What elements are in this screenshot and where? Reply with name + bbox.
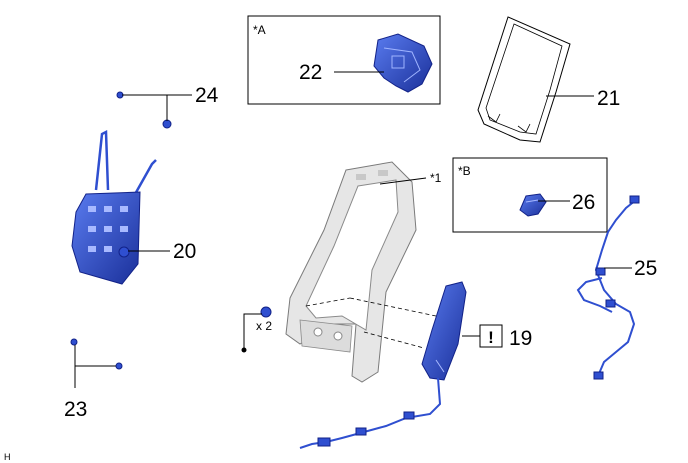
part-26-bracket	[519, 193, 547, 217]
leader-24	[122, 94, 168, 121]
caution-mark: !	[488, 328, 494, 347]
leader-bolt-dot	[241, 347, 247, 353]
callout-24: 24	[195, 84, 219, 107]
inset-box-a	[247, 15, 441, 105]
part-20-lumbar	[71, 130, 157, 285]
figure-code: H	[4, 452, 11, 462]
part-25-harness	[576, 195, 640, 380]
connector-19b	[355, 427, 367, 436]
guide-dash-1	[305, 297, 351, 307]
part-23-clips	[70, 338, 123, 370]
connector-19c	[317, 437, 331, 447]
note-star1: *1	[430, 171, 442, 185]
connector-19a	[403, 411, 415, 420]
inset-b-label: *B	[458, 164, 471, 178]
guide-dash-3	[363, 331, 425, 349]
inset-box-b	[452, 157, 608, 233]
part-22-cover	[373, 33, 433, 93]
seat-frame	[285, 161, 417, 383]
part-21-board	[477, 16, 571, 143]
part-24-clips	[116, 91, 172, 129]
callout-19: 19	[509, 327, 532, 350]
callout-23: 23	[64, 398, 87, 421]
leader-star1	[379, 177, 427, 185]
guide-dash-2	[349, 297, 437, 317]
callout-25: 25	[634, 257, 657, 280]
inset-a-label: *A	[253, 23, 266, 37]
leader-bolt	[243, 313, 262, 350]
callout-21: 21	[597, 87, 620, 110]
part-19-airbag	[421, 281, 467, 381]
callout-26: 26	[572, 191, 595, 214]
callout-22: 22	[299, 61, 322, 84]
note-qty: x 2	[256, 319, 272, 333]
callout-20: 20	[173, 240, 196, 263]
caution-box-icon: !	[479, 324, 503, 348]
part-bolt	[260, 306, 272, 318]
